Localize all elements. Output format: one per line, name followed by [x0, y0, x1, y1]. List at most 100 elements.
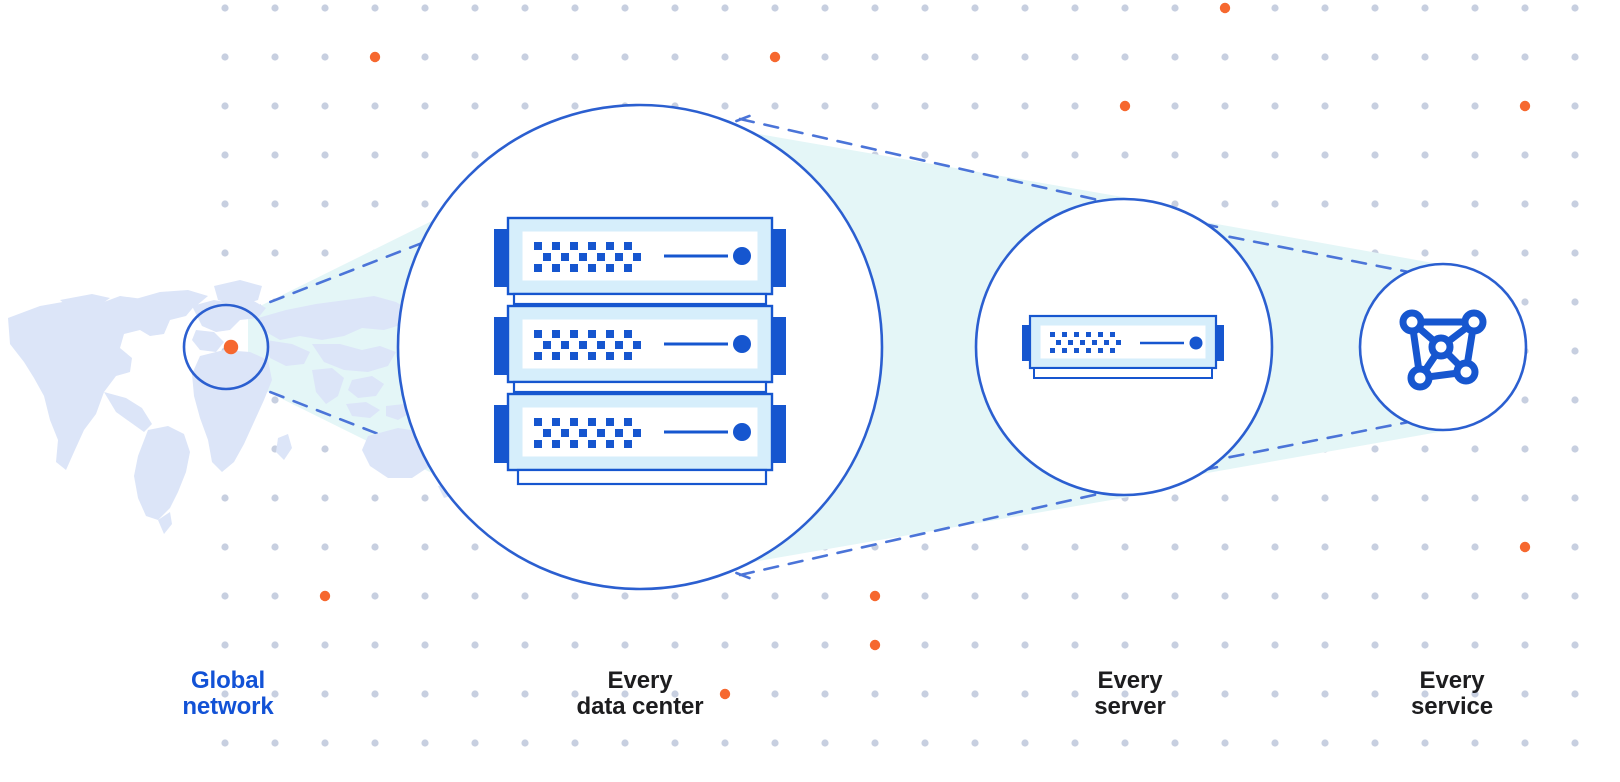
grid-dot [1521, 494, 1529, 502]
grid-dot [221, 151, 229, 159]
grid-dot [1371, 151, 1379, 159]
grid-dot [321, 4, 329, 12]
grid-dot [1571, 347, 1579, 355]
grid-dot [1521, 249, 1529, 257]
grid-dot [1471, 739, 1479, 747]
grid-dot [1571, 151, 1579, 159]
grid-dot [621, 641, 629, 649]
grid-dot [571, 690, 579, 698]
grid-dot [1521, 641, 1529, 649]
grid-dot [371, 641, 379, 649]
grid-dot [471, 102, 479, 110]
grid-dot [1021, 151, 1029, 159]
grid-dot [1321, 641, 1329, 649]
grid-dot [1571, 494, 1579, 502]
single-server-unit [1022, 314, 1224, 379]
grid-dot [1521, 200, 1529, 208]
grid-dot [1421, 53, 1429, 61]
stage-global-network [182, 303, 270, 391]
grid-dot [671, 4, 679, 12]
grid-dot [821, 592, 829, 600]
grid-dot [521, 739, 529, 747]
grid-dot [1171, 494, 1179, 502]
grid-dot [321, 494, 329, 502]
grid-dot [1071, 102, 1079, 110]
grid-dot [1421, 445, 1429, 453]
grid-dot [821, 690, 829, 698]
grid-dot [421, 102, 429, 110]
grid-dot [421, 641, 429, 649]
grid-dot [1121, 592, 1129, 600]
grid-dot [221, 200, 229, 208]
grid-dot [1521, 53, 1529, 61]
grid-dot [1421, 102, 1429, 110]
grid-dot [471, 53, 479, 61]
grid-dot [271, 690, 279, 698]
grid-dot [1571, 592, 1579, 600]
grid-dot [1121, 151, 1129, 159]
grid-dot [1221, 53, 1229, 61]
grid-dot [1021, 53, 1029, 61]
grid-dot [821, 53, 829, 61]
grid-dot [521, 641, 529, 649]
grid-dot [1571, 200, 1579, 208]
grid-dot [221, 4, 229, 12]
grid-dot [271, 396, 279, 404]
grid-dot [371, 543, 379, 551]
grid-dot [1521, 298, 1529, 306]
grid-dot [1471, 543, 1479, 551]
grid-dot [1121, 53, 1129, 61]
grid-dot [1571, 53, 1579, 61]
stage-every-data-center [396, 103, 884, 591]
grid-dot [1571, 4, 1579, 12]
grid-dot [321, 151, 329, 159]
grid-dot [521, 690, 529, 698]
grid-dot [421, 592, 429, 600]
grid-dot [271, 592, 279, 600]
grid-dot [1071, 739, 1079, 747]
grid-dot [1471, 592, 1479, 600]
grid-dot [621, 739, 629, 747]
grid-dot [1371, 4, 1379, 12]
grid-dot-highlight [869, 590, 881, 602]
grid-dot [921, 592, 929, 600]
grid-dot [571, 592, 579, 600]
grid-dot [1321, 200, 1329, 208]
grid-dot [721, 102, 729, 110]
grid-dot [821, 739, 829, 747]
grid-dot [871, 4, 879, 12]
grid-dot [1121, 641, 1129, 649]
grid-dot [1371, 592, 1379, 600]
grid-dot [1171, 739, 1179, 747]
grid-dot-highlight [1119, 100, 1131, 112]
grid-dot [1421, 641, 1429, 649]
grid-dot [1271, 641, 1279, 649]
grid-dot [1071, 592, 1079, 600]
grid-dot [971, 151, 979, 159]
grid-dot [421, 200, 429, 208]
grid-dot [671, 690, 679, 698]
grid-dot [1571, 102, 1579, 110]
grid-dot [1271, 690, 1279, 698]
grid-dot [971, 641, 979, 649]
stage-every-server [974, 197, 1274, 497]
grid-dot [421, 494, 429, 502]
grid-dot [1121, 543, 1129, 551]
grid-dot [221, 249, 229, 257]
grid-dot [1171, 592, 1179, 600]
grid-dot [671, 53, 679, 61]
grid-dot [1171, 102, 1179, 110]
grid-dot [771, 102, 779, 110]
grid-dot [1571, 739, 1579, 747]
grid-dot [1371, 641, 1379, 649]
grid-dot [471, 592, 479, 600]
grid-dot [371, 200, 379, 208]
grid-dot [1421, 200, 1429, 208]
grid-dot [1521, 445, 1529, 453]
grid-dot-highlight [1519, 541, 1531, 553]
grid-dot [271, 200, 279, 208]
server-rack-unit-3 [494, 392, 786, 486]
grid-dot [1371, 494, 1379, 502]
grid-dot [1471, 53, 1479, 61]
